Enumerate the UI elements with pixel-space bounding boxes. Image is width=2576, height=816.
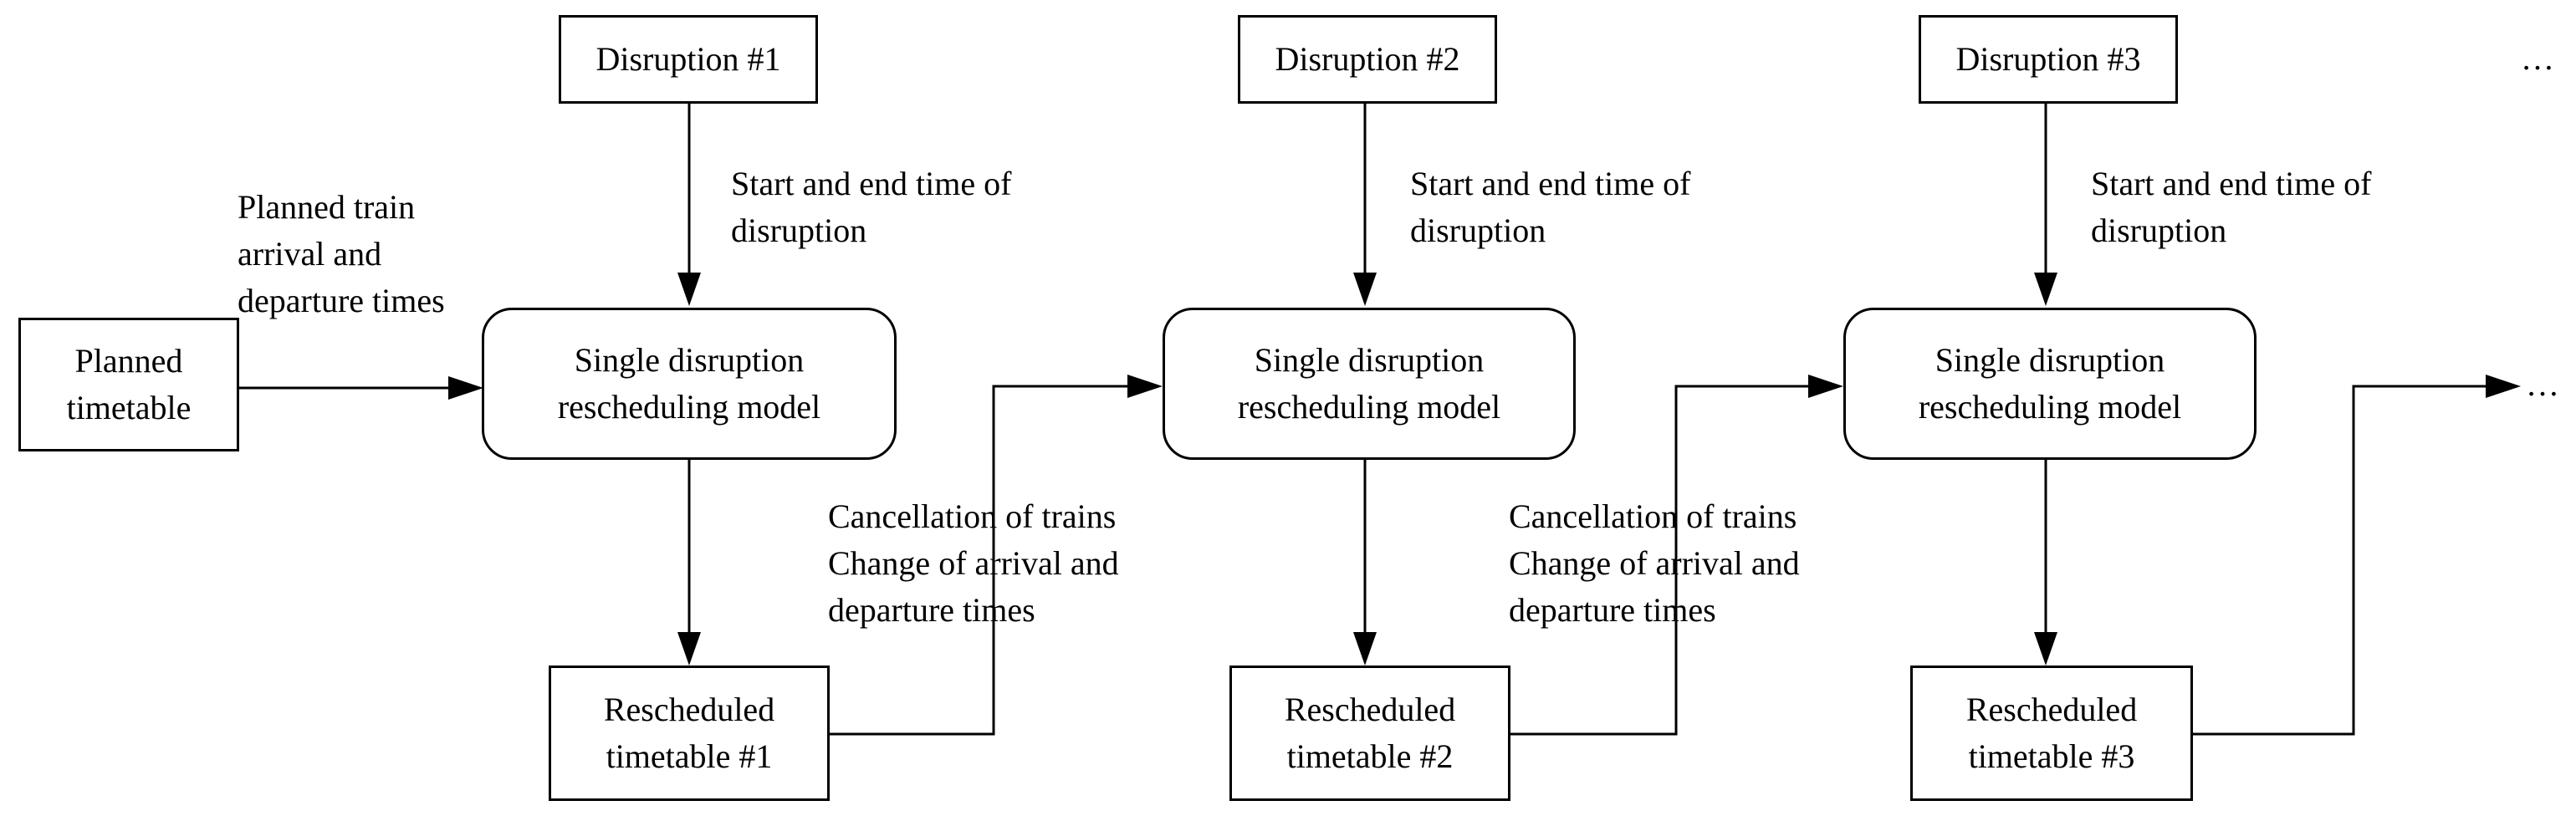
- disruption-2-info-label: Start and end time of disruption: [1410, 161, 1690, 254]
- box-line: Disruption #1: [595, 40, 781, 78]
- rescheduled-timetable-1-box: Rescheduled timetable #1: [549, 666, 830, 801]
- ellipsis-top: …: [2521, 39, 2554, 77]
- ellipsis-right: …: [2526, 365, 2559, 403]
- arrowhead-rescheduled-3: [2034, 632, 2057, 666]
- label-line: Planned train: [238, 188, 416, 226]
- box-line: Rescheduled: [1284, 691, 1456, 728]
- label-line: Cancellation of trains: [828, 497, 1117, 535]
- label-line: Start and end time of: [731, 165, 1012, 202]
- disruption-3-box: Disruption #3: [1919, 15, 2178, 104]
- rescheduling-model-3-box: Single disruption rescheduling model: [1843, 308, 2257, 460]
- label-line: arrival and: [238, 235, 382, 273]
- rescheduling-model-2-box: Single disruption rescheduling model: [1163, 308, 1576, 460]
- rescheduled-timetable-2-box: Rescheduled timetable #2: [1229, 666, 1510, 801]
- box-line: Disruption #2: [1275, 40, 1460, 78]
- arrow-rescheduled-3-to-next: [2193, 385, 2506, 736]
- rescheduled-timetable-3-box: Rescheduled timetable #3: [1910, 666, 2193, 801]
- arrowhead-next: [2486, 375, 2521, 398]
- label-line: Cancellation of trains: [1509, 497, 1797, 535]
- arrowhead-rescheduled-2: [1353, 632, 1377, 666]
- box-line: Single disruption: [1935, 341, 2165, 379]
- label-line: disruption: [2091, 212, 2227, 249]
- box-line: Disruption #3: [1955, 40, 2141, 78]
- box-line: timetable #1: [606, 737, 773, 775]
- box-line: Single disruption: [574, 341, 805, 379]
- box-line: timetable #3: [1968, 737, 2135, 775]
- disruption-2-box: Disruption #2: [1238, 15, 1497, 104]
- label-line: Start and end time of: [2091, 165, 2372, 202]
- label-line: Change of arrival and: [828, 544, 1119, 582]
- arrowhead-rescheduled-1: [677, 632, 701, 666]
- arrowhead-model-2-input: [1127, 375, 1163, 398]
- arrow-rescheduled-2-to-model-3: [1510, 385, 1828, 736]
- arrowhead-disruption-2: [1353, 273, 1377, 306]
- label-line: departure times: [1509, 591, 1716, 629]
- planned-input-label: Planned train arrival and departure time…: [238, 184, 445, 324]
- box-line: Planned: [74, 342, 183, 380]
- label-line: Change of arrival and: [1509, 544, 1800, 582]
- arrowhead-model-3-input: [1808, 375, 1843, 398]
- label-line: departure times: [828, 591, 1035, 629]
- output-changes-1-label: Cancellation of trains Change of arrival…: [828, 493, 1119, 634]
- box-line: Single disruption: [1254, 341, 1485, 379]
- disruption-1-box: Disruption #1: [559, 15, 818, 104]
- planned-timetable-box: Planned timetable: [18, 318, 239, 451]
- label-line: disruption: [1410, 212, 1546, 249]
- disruption-1-info-label: Start and end time of disruption: [731, 161, 1011, 254]
- label-line: departure times: [238, 282, 445, 319]
- arrowhead-disruption-1: [677, 273, 701, 306]
- arrowhead-planned: [448, 376, 483, 400]
- box-line: timetable: [66, 389, 192, 426]
- arrowhead-disruption-3: [2034, 273, 2057, 306]
- arrow-rescheduled-1-to-model-2: [830, 385, 1147, 736]
- box-line: rescheduling model: [1237, 388, 1501, 426]
- box-line: Rescheduled: [603, 691, 775, 728]
- box-line: timetable #2: [1286, 737, 1454, 775]
- box-line: Rescheduled: [1965, 691, 2138, 728]
- label-line: disruption: [731, 212, 867, 249]
- disruption-3-info-label: Start and end time of disruption: [2091, 161, 2371, 254]
- output-changes-2-label: Cancellation of trains Change of arrival…: [1509, 493, 1800, 634]
- label-line: Start and end time of: [1410, 165, 1691, 202]
- box-line: rescheduling model: [1918, 388, 2182, 426]
- box-line: rescheduling model: [557, 388, 821, 426]
- rescheduling-model-1-box: Single disruption rescheduling model: [482, 308, 897, 460]
